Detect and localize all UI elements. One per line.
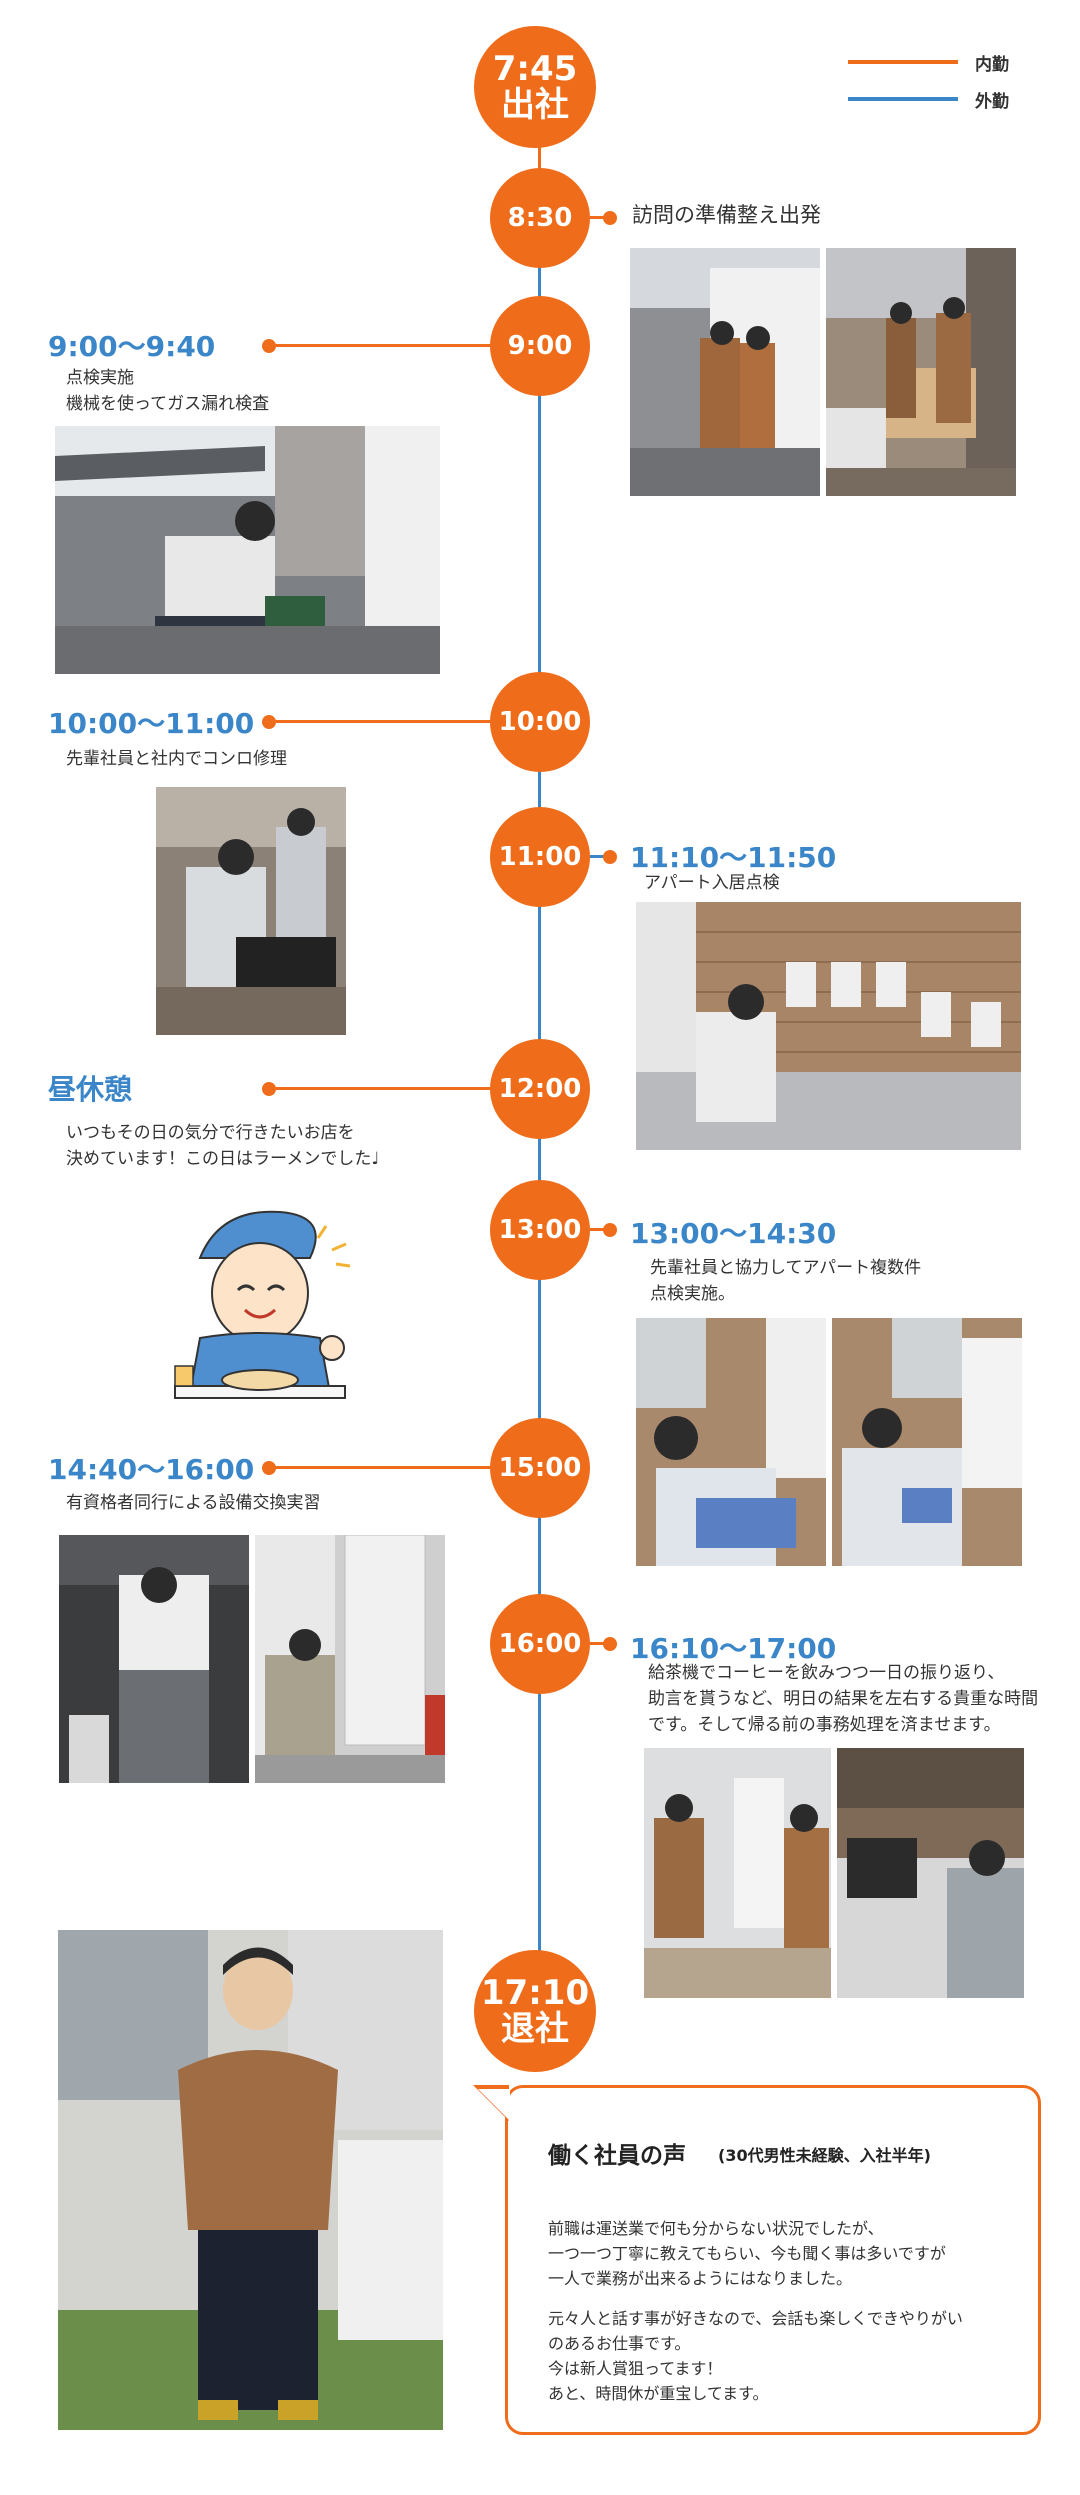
dot-830 [603,211,617,225]
illustration-lunch [160,1198,360,1414]
end-time: 17:10 [480,1973,590,2013]
photo-water-heater-1 [636,1318,826,1566]
marker-1500: 15:00 [490,1418,590,1518]
desc-1100: アパート入居点検 [644,873,780,893]
connector-1100 [590,855,608,858]
photo-gas-leak-check [55,426,440,674]
connector-1500 [272,1466,492,1469]
title-1000: 10:00〜11:00 [48,707,255,740]
label-830: 訪問の準備整え出発 [632,203,821,227]
voice-paragraph-1: 前職は運送業で何も分からない状況でしたが、 一つ一つ丁寧に教えてもらい、今も聞く… [548,2219,946,2288]
photo-warehouse [826,248,1016,496]
connector-1600 [590,1642,608,1645]
desc-900: 点検実施 機械を使ってガス漏れ検査 [66,368,270,414]
title-900: 9:00〜9:40 [48,330,216,363]
photo-water-heater-2 [832,1318,1022,1566]
dot-900 [262,339,276,353]
title-1200: 昼休憩 [48,1073,133,1106]
photo-employee-portrait [58,1930,443,2430]
voice-title: 働く社員の声 [548,2143,686,2169]
photo-truck-loading [630,248,820,496]
dot-1500 [262,1461,276,1475]
end-label: 退社 [501,2009,569,2049]
dot-1100 [603,850,617,864]
connector-1000 [272,720,492,723]
connector-830 [590,216,608,219]
photo-office-review [644,1748,831,1998]
legend-office-line [848,60,958,64]
start-label: 出社 [501,85,569,125]
employee-voice-bubble: 働く社員の声 (30代男性未経験、入社半年) 前職は運送業で何も分からない状況で… [473,2085,1041,2435]
photo-equipment-exchange-1 [59,1535,249,1783]
connector-900 [272,344,492,347]
marker-900: 9:00 [490,296,590,396]
start-time: 7:45 [492,49,578,89]
title-1600: 16:10〜17:00 [630,1632,837,1665]
voice-subtitle: (30代男性未経験、入社半年) [718,2146,931,2165]
legend-field-line [848,97,958,101]
marker-1600: 16:00 [490,1594,590,1694]
title-1300: 13:00〜14:30 [630,1217,837,1250]
title-1500: 14:40〜16:00 [48,1453,255,1486]
start-circle: 7:45 出社 [474,26,596,148]
connector-1300 [590,1228,608,1231]
dot-1200 [262,1082,276,1096]
dot-1300 [603,1223,617,1237]
photo-equipment-exchange-2 [255,1535,445,1783]
marker-1000: 10:00 [490,672,590,772]
desc-1000: 先輩社員と社内でコンロ修理 [66,749,287,769]
marker-1200: 12:00 [490,1039,590,1139]
dot-1000 [262,715,276,729]
photo-stove-repair [156,787,346,1035]
connector-1200 [272,1087,492,1090]
legend-office-label: 内勤 [975,55,1009,75]
photo-apartment-check [636,902,1021,1150]
marker-1100: 11:00 [490,807,590,907]
photo-office-paperwork [837,1748,1024,1998]
desc-1600: 給茶機でコーヒーを飲みつつ一日の振り返り、 助言を貰うなど、明日の結果を左右する… [648,1663,1039,1735]
title-1100: 11:10〜11:50 [630,841,837,874]
bubble-tail-inner [478,2089,510,2121]
legend-field-label: 外勤 [975,92,1009,112]
desc-1300: 先輩社員と協力してアパート複数件 点検実施。 [650,1258,922,1304]
end-circle: 17:10 退社 [474,1950,596,2072]
desc-1200: いつもその日の気分で行きたいお店を 決めています！この日はラーメンでした♩ [66,1123,380,1169]
dot-1600 [603,1637,617,1651]
desc-1500: 有資格者同行による設備交換実習 [66,1493,321,1513]
marker-830: 8:30 [490,168,590,268]
marker-1300: 13:00 [490,1180,590,1280]
voice-paragraph-2: 元々人と話す事が好きなので、会話も楽しくできやりがい のあるお仕事です。 今は新… [548,2309,963,2403]
